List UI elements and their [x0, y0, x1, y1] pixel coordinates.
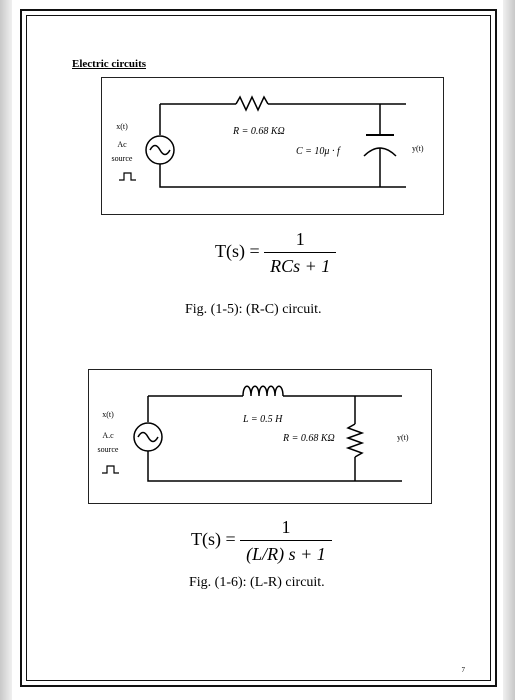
rc-source-label-2: source — [111, 154, 133, 163]
ac-sine-icon — [149, 144, 171, 156]
lr-resistor-label: R = 0.68 KΩ — [283, 433, 335, 444]
lr-circuit-diagram — [102, 385, 402, 482]
lr-tf-denominator: (L/R) s + 1 — [240, 540, 332, 565]
section-title: Electric circuits — [72, 58, 147, 70]
lr-pulse-icon — [102, 465, 119, 474]
lr-source-label-2: source — [97, 445, 119, 454]
rc-transfer-function: T(s) = 1 RCs + 1 — [215, 229, 337, 277]
lr-source-label-1: A.c — [102, 431, 114, 440]
page-border-inner — [26, 15, 491, 681]
lr-inductor-label: L = 0.5 H — [243, 414, 283, 425]
rc-tf-lhs: T(s) = — [215, 241, 260, 262]
lr-resistor-symbol — [345, 423, 365, 458]
page-border-outer — [20, 9, 497, 687]
rc-input-label: x(t) — [116, 122, 128, 131]
rc-circuit-box — [101, 77, 444, 215]
lr-ac-sine-icon — [137, 431, 159, 443]
rc-tf-numerator: 1 — [295, 229, 305, 249]
rc-tf-denominator: RCs + 1 — [264, 252, 337, 277]
rc-bottom-wire — [159, 164, 406, 188]
rc-output-label: y(t) — [412, 144, 424, 153]
rc-circuit-diagram — [119, 95, 406, 188]
inductor-symbol — [242, 385, 284, 397]
rc-tf-fraction: 1 RCs + 1 — [264, 229, 337, 277]
lr-tf-numerator: 1 — [281, 517, 291, 537]
page-number: 7 — [461, 666, 466, 674]
rc-resistor-label: R = 0.68 KΩ — [233, 126, 285, 137]
rc-source-label-1: Ac — [117, 140, 127, 149]
lr-circuit-box — [88, 369, 432, 504]
right-page-shadow — [503, 0, 515, 700]
rc-capacitor-label: C = 10μ · f — [296, 146, 340, 157]
lr-output-label: y(t) — [397, 433, 409, 442]
lr-bottom-wire — [147, 451, 402, 482]
pulse-icon — [119, 172, 136, 181]
left-page-shadow — [0, 0, 12, 700]
lr-input-label: x(t) — [102, 410, 114, 419]
rc-figure-caption: Fig. (1-5): (R-C) circuit. — [185, 302, 322, 317]
lr-transfer-function: T(s) = 1 (L/R) s + 1 — [191, 517, 332, 565]
resistor-symbol — [235, 95, 269, 112]
lr-tf-lhs: T(s) = — [191, 529, 236, 550]
lr-figure-caption: Fig. (1-6): (L-R) circuit. — [189, 575, 325, 590]
lr-tf-fraction: 1 (L/R) s + 1 — [240, 517, 332, 565]
